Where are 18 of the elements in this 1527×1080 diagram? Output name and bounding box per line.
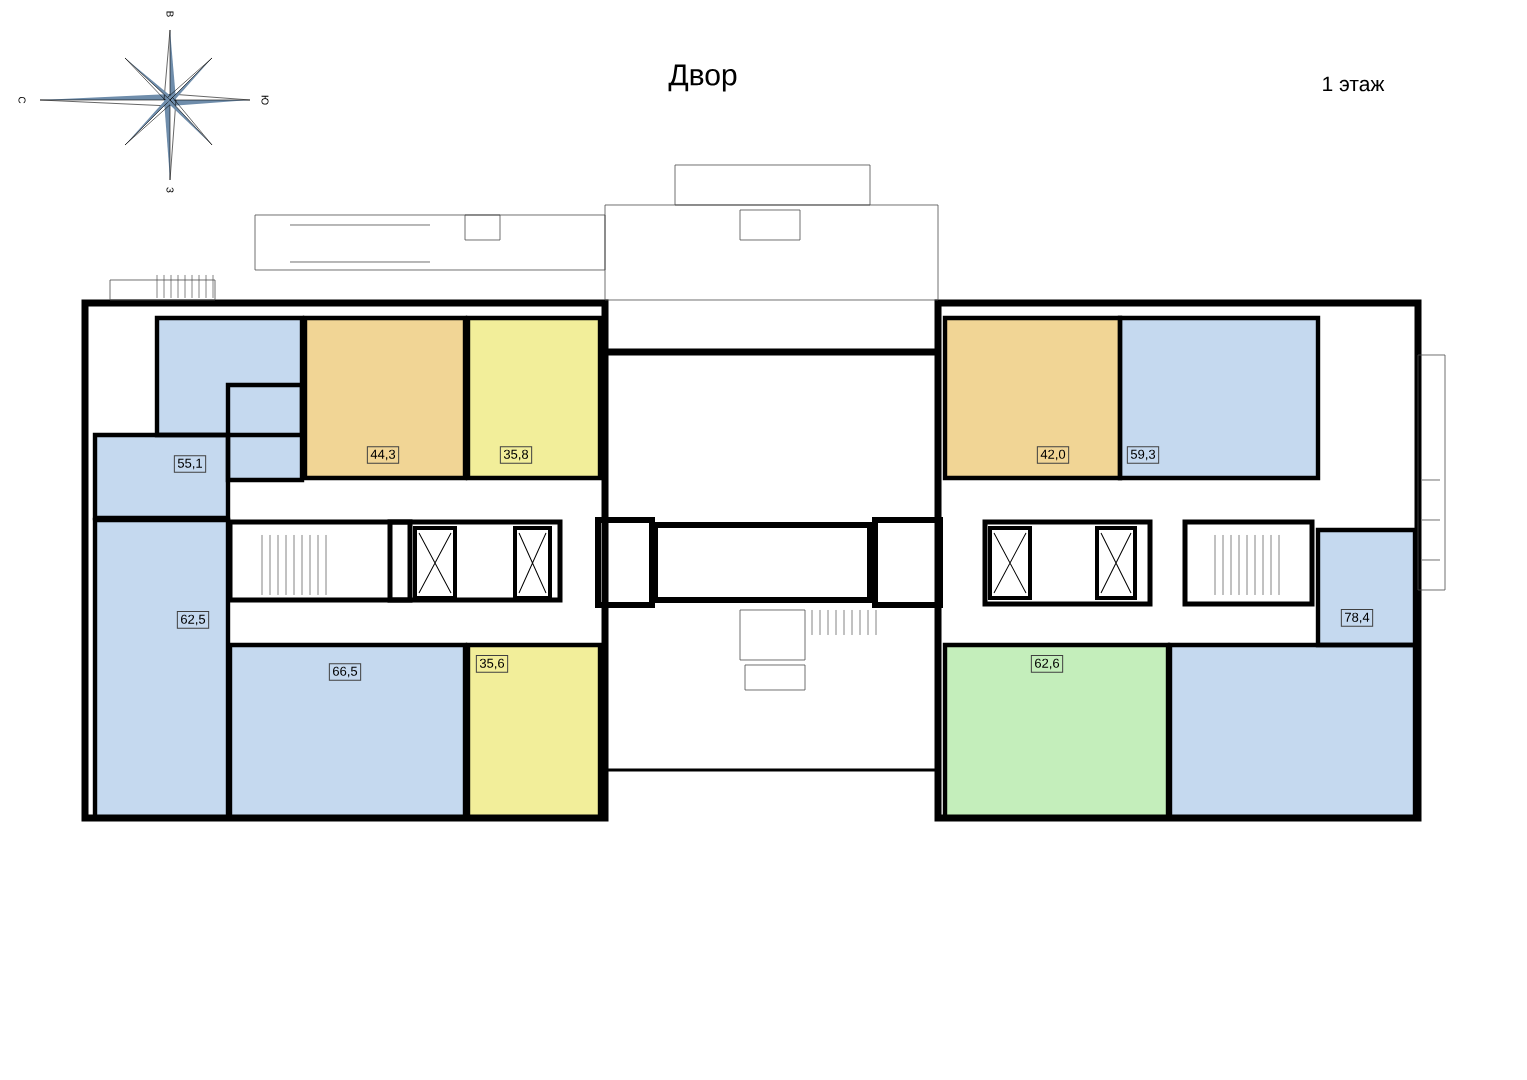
apartment: 78,4 (1170, 530, 1415, 818)
apartment: 35,6 (468, 645, 600, 818)
apartment: 62,6 (945, 645, 1168, 818)
compass-letter: В (166, 11, 174, 17)
apartment: 35,8 (468, 318, 600, 478)
apartment: 66,5 (230, 645, 465, 818)
floor-label: 1 этаж (1323, 76, 1385, 92)
heading: Двор (668, 64, 737, 92)
apartment: 62,5 (95, 520, 228, 818)
apartment: 59,3 (1120, 318, 1318, 478)
node-label: 55,1 (177, 458, 203, 470)
apartment: 44,3 (305, 318, 465, 478)
node-label: 78,4 (1345, 612, 1370, 624)
compass-letter: С (18, 96, 26, 104)
apartment: 42,0 (945, 318, 1120, 478)
apartment: 55,1 (95, 318, 302, 518)
compass-letter: З (166, 187, 174, 193)
compass-letter: Ю (261, 95, 269, 105)
